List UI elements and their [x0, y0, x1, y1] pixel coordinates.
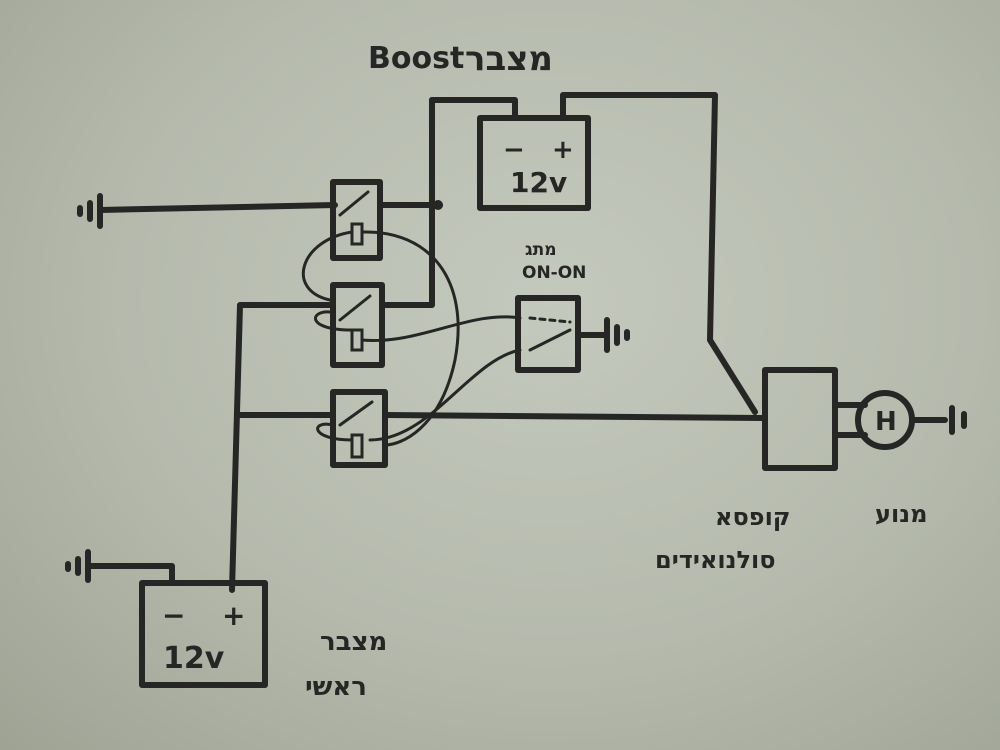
- ground-symbol-left: [77, 193, 103, 229]
- coil-wire: [360, 315, 522, 342]
- solenoid-caption-2: סולנואידים: [655, 546, 776, 574]
- main-caption-2: ראשי: [305, 672, 367, 702]
- coil-wire: [314, 310, 354, 332]
- relay-1: [330, 179, 383, 261]
- main-caption-1: מצבר: [320, 627, 387, 657]
- motor: H: [855, 390, 915, 450]
- motor-caption: מנוע: [875, 500, 927, 528]
- relay-2: [330, 282, 385, 368]
- main-battery: − + 12v: [139, 580, 268, 688]
- main-negative-wire: [85, 563, 175, 586]
- title-battery: מצבר: [465, 39, 553, 79]
- main-voltage: 12v: [163, 641, 225, 676]
- boost-plus: +: [552, 135, 574, 165]
- switch-caption-he: מתג: [525, 240, 557, 260]
- boost-voltage: 12v: [510, 166, 567, 199]
- main-plus: +: [222, 599, 245, 632]
- title-boost: Boost: [368, 41, 464, 76]
- solenoid-box: [762, 367, 838, 471]
- on-on-switch: [515, 295, 581, 373]
- boost-positive-wire: [560, 92, 758, 415]
- motor-symbol: H: [875, 407, 897, 437]
- ground-symbol-switch: [604, 317, 630, 353]
- coil-wire: [301, 230, 354, 302]
- junction-dot: [433, 200, 443, 210]
- main-positive-bus: [229, 302, 336, 593]
- boost-battery: − + 12v: [477, 115, 591, 211]
- coil-wire: [368, 348, 522, 442]
- main-minus: −: [162, 599, 185, 632]
- switch-caption-type: ON-ON: [522, 263, 586, 283]
- relay-3: [330, 389, 388, 468]
- relay3-to-solenoid: [382, 412, 768, 421]
- boost-minus: −: [503, 135, 525, 165]
- coil-wire: [360, 230, 460, 447]
- boost-negative-wire: [429, 97, 518, 121]
- coil-wire: [316, 422, 354, 442]
- ground-wire-top: [97, 202, 338, 213]
- solenoid-caption-1: קופסא: [715, 503, 790, 531]
- ground-symbol-motor: [949, 405, 967, 435]
- boost-negative-bus: [379, 97, 435, 308]
